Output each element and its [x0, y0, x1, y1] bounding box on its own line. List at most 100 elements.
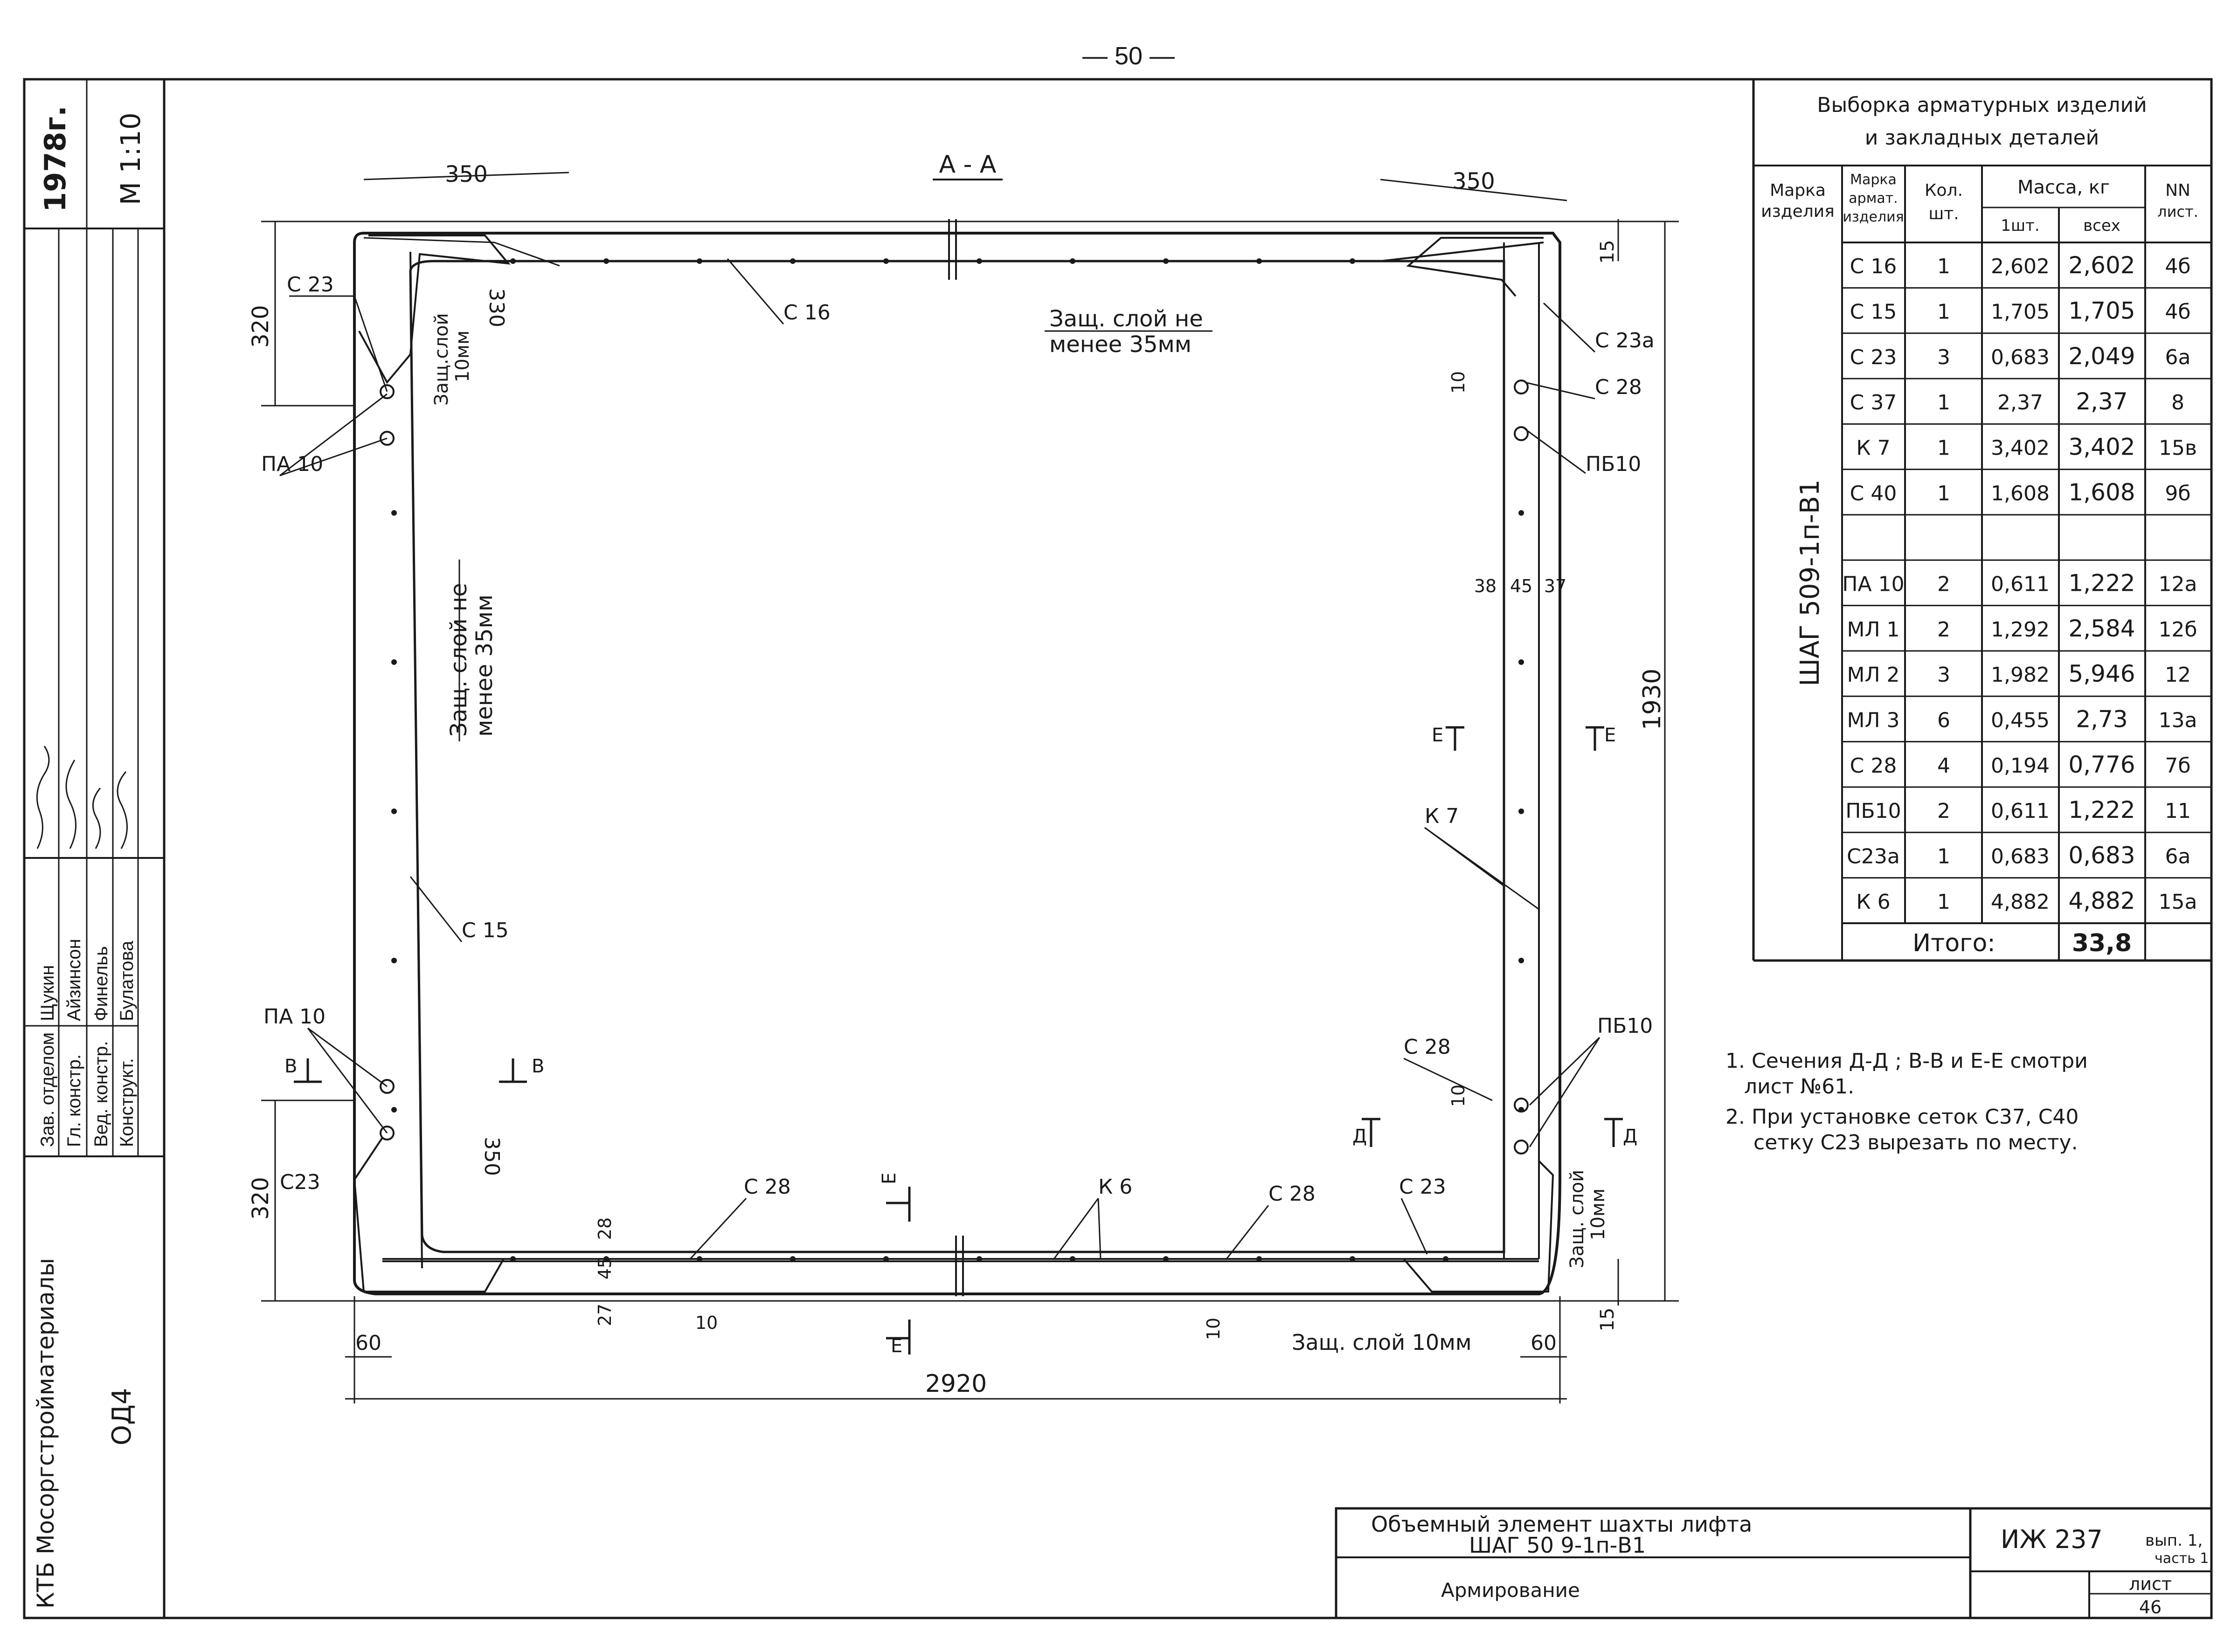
label-c15: С 15: [462, 919, 509, 942]
table-cell: 1: [1937, 436, 1950, 460]
table-cell: 1: [1937, 391, 1950, 415]
dim-45-right: 45: [1510, 576, 1532, 596]
svg-text:10мм: 10мм: [452, 331, 473, 382]
title-sub: Армирование: [1441, 1579, 1580, 1602]
table-cell: 15в: [2159, 436, 2197, 460]
table-cell: С 23: [1850, 346, 1897, 369]
svg-text:Защ.слой: Защ.слой: [431, 313, 452, 406]
table-cell: МЛ 2: [1847, 663, 1899, 687]
stamp-role-2: Гл. констр.: [64, 1054, 84, 1147]
table-cell: С 16: [1850, 255, 1897, 278]
stamp-name-3: Финельь: [91, 946, 111, 1021]
footnote-3: 2. При установке сеток С37, С40: [1725, 1105, 2079, 1129]
dim-10-bottom-left: 10: [695, 1313, 718, 1333]
section-label: А - А: [939, 151, 997, 179]
title-sheet-label: лист: [2129, 1574, 2172, 1594]
table-cell: 3: [1937, 346, 1950, 369]
table-cell: 4: [1937, 754, 1950, 778]
footnote-4: сетку С23 вырезать по месту.: [1753, 1131, 2078, 1154]
svg-text:менее 35мм: менее 35мм: [471, 594, 498, 737]
dim-60-right: 60: [1531, 1331, 1557, 1355]
section-d-right: Д: [1623, 1126, 1637, 1147]
dim-15-bottom: 15: [1597, 1308, 1618, 1332]
c23-top-right: [1406, 237, 1544, 297]
label-c16: С 16: [783, 301, 831, 325]
table-cell: 4б: [2165, 255, 2190, 278]
table-cell: К 7: [1856, 436, 1890, 460]
section-b-left: В: [284, 1056, 297, 1077]
table-cell: 2,602: [2068, 252, 2135, 279]
table-cell: 2,584: [2068, 615, 2135, 642]
section-b-right: В: [532, 1056, 544, 1077]
leader-lines: [279, 258, 1600, 1260]
table-cell: 2,37: [2076, 388, 2127, 415]
table-cell: 5,946: [2068, 660, 2135, 687]
table-cell: 15а: [2159, 890, 2197, 914]
table-cell: С 40: [1850, 482, 1897, 505]
footnotes: 1. Сечения Д-Д ; В-В и Е-Е смотри лист №…: [1725, 1049, 2088, 1154]
section-e-left: Е: [1432, 725, 1443, 746]
table-cell: 8: [2171, 391, 2184, 415]
label-c28-bottom-2: С 28: [1268, 1182, 1316, 1206]
hdr-marka-2: изделия: [1761, 202, 1835, 221]
table-cell: 9б: [2165, 482, 2190, 505]
table-cell: 0,611: [1991, 572, 2050, 596]
section-drawing: А - А: [248, 151, 1679, 1403]
table-cell: 0,683: [2068, 842, 2135, 869]
dim-28: 28: [595, 1217, 615, 1240]
table-cell: 0,455: [1991, 708, 2050, 732]
table-cell: 11: [2165, 799, 2191, 823]
table-cell: 1,608: [2068, 479, 2135, 506]
table-cell: 1,222: [2068, 796, 2135, 823]
left-stamp: 1978г. М 1:10 Зав. отделом Гл. констр. В…: [24, 79, 164, 1609]
dim-10-bottom-right: 10: [1203, 1318, 1224, 1340]
table-cell: 1: [1937, 890, 1950, 914]
dim-350-left: 350: [445, 161, 488, 187]
table-cell: 3: [1937, 663, 1950, 687]
signatures: [36, 746, 128, 849]
table-cell: 0,683: [1991, 844, 2050, 868]
dim-320-top: 320: [248, 305, 274, 348]
element-labels: С 23 С 16 С 23а С 28 ПБ10 ПА 10 К 7 С 15…: [261, 273, 1655, 1206]
table-cell: 2: [1937, 572, 1950, 596]
svg-text:менее 35мм: менее 35мм: [1049, 332, 1192, 358]
cover-note-bottom-right: Защ. слой 10мм: [1566, 1170, 1609, 1268]
title-name-2: ШАГ 50 9-1п-В1: [1469, 1533, 1646, 1558]
hdr-one: 1шт.: [2001, 216, 2039, 235]
table-cell: 1,292: [1991, 618, 2050, 642]
break-marks: [948, 219, 964, 1296]
hdr-marka-arm-3: изделия: [1843, 209, 1904, 225]
cover-note-top: Защ. слой не менее 35мм: [1045, 306, 1212, 358]
hdr-list-1: NN: [2165, 181, 2190, 200]
label-pa10-bottom-left: ПА 10: [263, 1005, 326, 1029]
wall-outer-contour: [353, 232, 1561, 1295]
table-cell: С 15: [1850, 300, 1897, 324]
dim-27: 27: [595, 1304, 615, 1326]
stamp-name-1: Щукин: [37, 965, 58, 1021]
dim-2920: 2920: [925, 1370, 987, 1398]
page-number: — 50 —: [1082, 42, 1175, 70]
section-e-top: Е: [879, 1173, 900, 1184]
svg-text:10мм: 10мм: [1587, 1189, 1609, 1240]
dim-1930: 1930: [1638, 669, 1666, 730]
c15-bar: [409, 251, 423, 1269]
dim-350-bottom: 350: [480, 1137, 504, 1176]
svg-text:Защ. слой не: Защ. слой не: [1049, 306, 1203, 332]
rebar-dots-top: [510, 258, 1355, 264]
wall-inner-contour: [409, 260, 1505, 1253]
table-cell: 3,402: [2068, 434, 2135, 461]
label-c28-top-right: С 28: [1595, 375, 1642, 399]
table-cell: 12б: [2158, 618, 2197, 642]
table-cell: 0,611: [1991, 799, 2050, 823]
hdr-marka-arm-1: Марка: [1850, 172, 1897, 188]
title-block: Объемный элемент шахты лифта ШАГ 50 9-1п…: [1335, 1507, 2213, 1619]
table-cell: 1: [1937, 844, 1950, 868]
section-d-left: Д: [1352, 1126, 1367, 1147]
table-cell: 12а: [2159, 572, 2197, 596]
table-cell: 1,608: [1991, 482, 2050, 505]
table-cell: 2,73: [2076, 705, 2127, 733]
label-pb10-right: ПБ10: [1586, 452, 1641, 476]
label-c23-bottom-right: С 23: [1399, 1175, 1446, 1199]
rebar-dots-bottom: [510, 1256, 1448, 1262]
